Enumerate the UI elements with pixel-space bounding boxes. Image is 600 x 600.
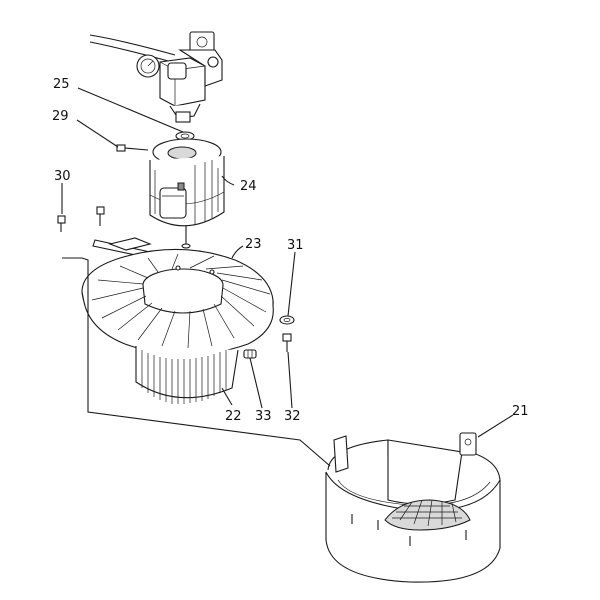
callout-29: 29 xyxy=(52,109,69,124)
callout-24: 24 xyxy=(240,179,257,194)
blower-motor-24 xyxy=(149,138,225,249)
screw-29 xyxy=(116,144,149,152)
callout-22: 22 xyxy=(225,409,242,424)
screw-32 xyxy=(282,333,292,352)
mounting-plate-23 xyxy=(81,237,274,356)
callout-33: 33 xyxy=(255,409,272,424)
gas-valve-assembly xyxy=(89,31,223,123)
washer-31 xyxy=(279,315,295,325)
callout-21: 21 xyxy=(512,404,529,419)
blower-wheel-22 xyxy=(135,346,239,404)
callout-32: 32 xyxy=(284,409,301,424)
screws-30 xyxy=(57,206,105,232)
leader-lines xyxy=(61,87,514,467)
callout-30: 30 xyxy=(54,169,71,184)
washer-25 xyxy=(175,131,195,141)
callout-31: 31 xyxy=(287,238,304,253)
setscrew-33 xyxy=(243,349,257,359)
callout-25: 25 xyxy=(53,77,70,92)
callout-23: 23 xyxy=(245,237,262,252)
blower-housing-21 xyxy=(325,432,501,583)
